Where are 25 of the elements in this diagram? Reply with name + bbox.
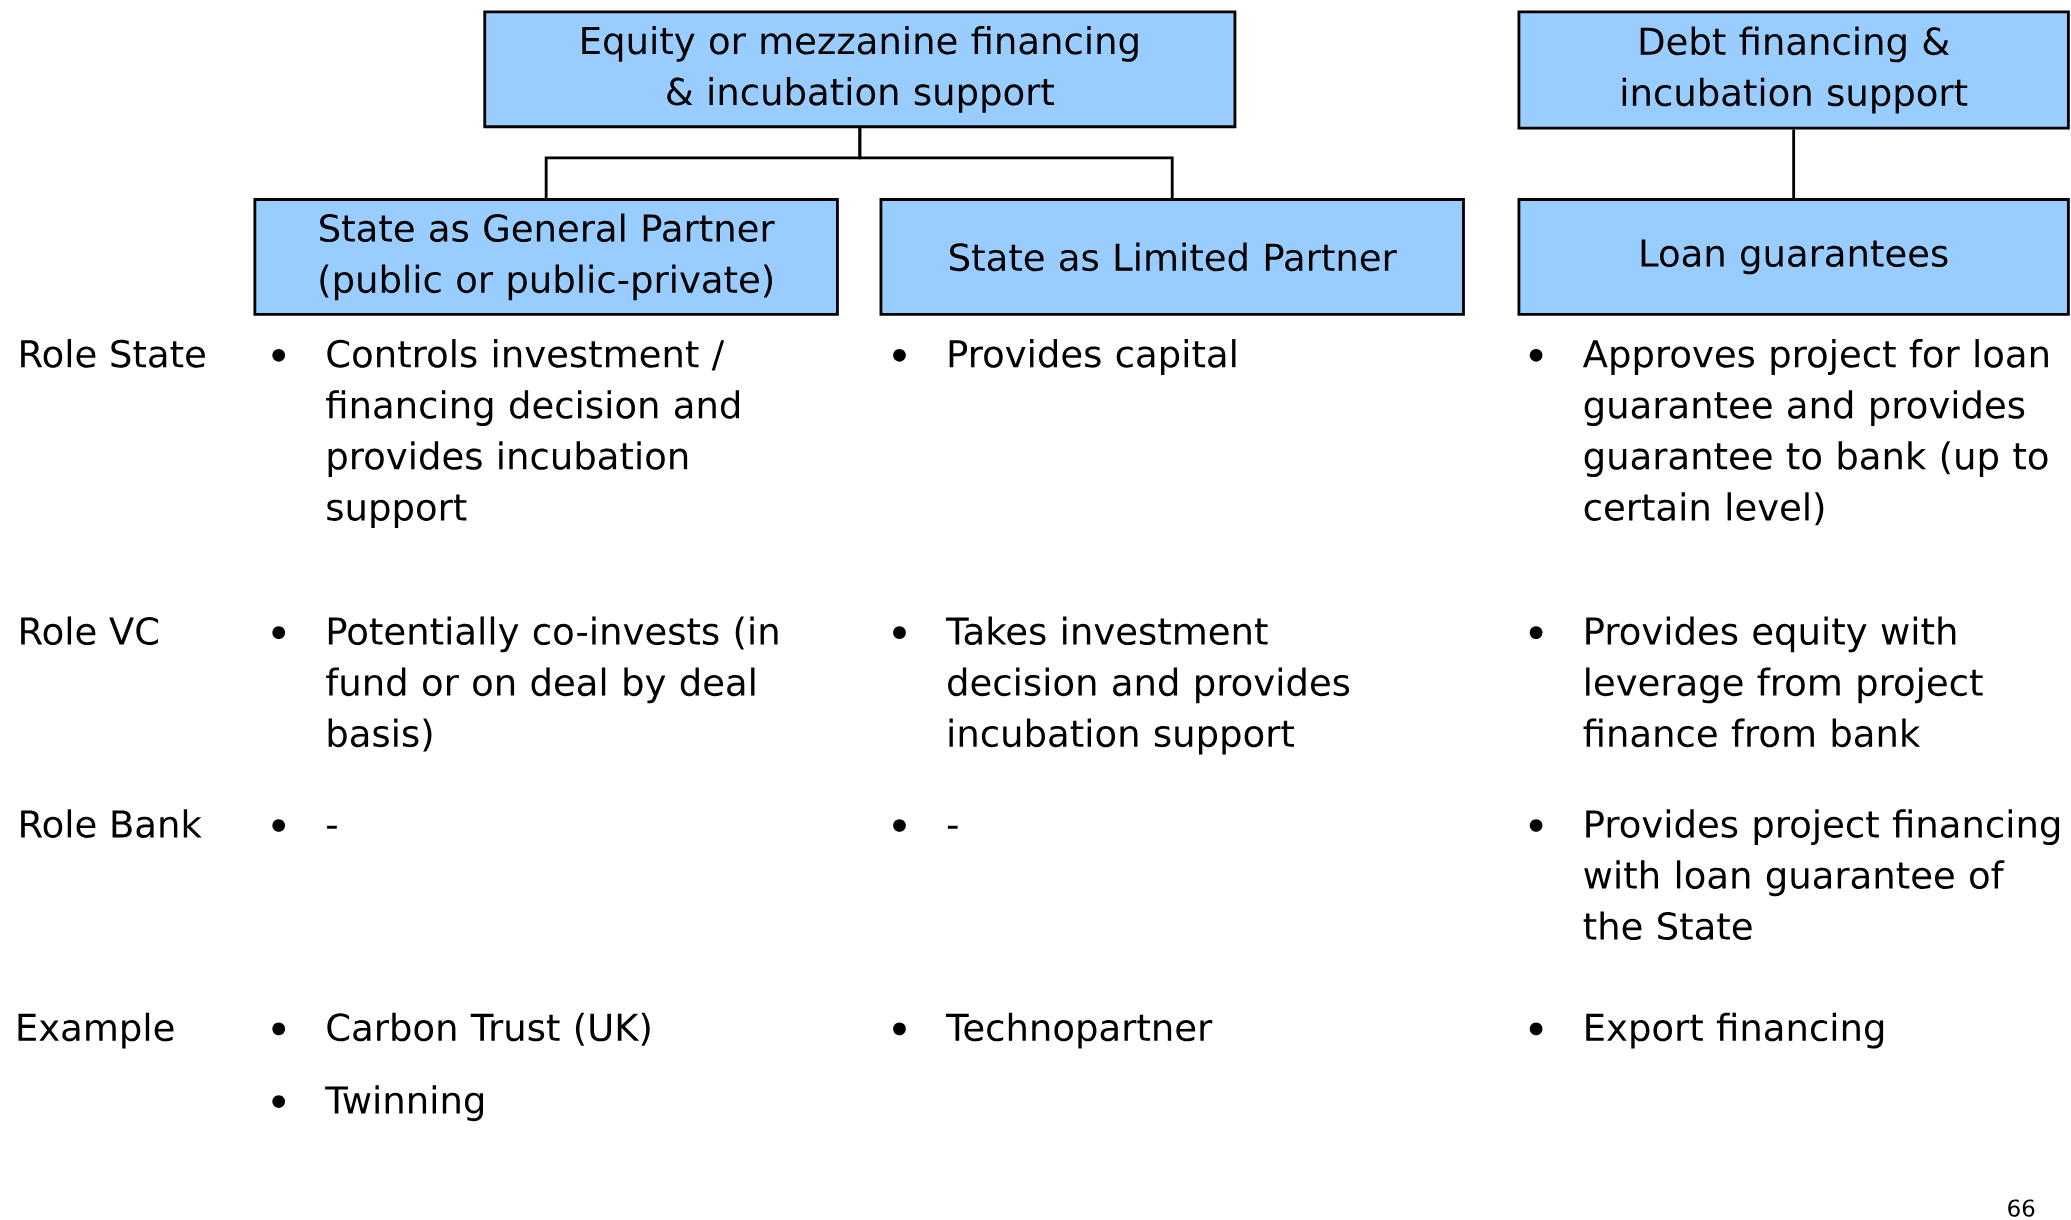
bullet-item: Potentially co-invests (in fund or on deal by deal basis): [272, 616, 778, 752]
bullet-item: Controls investment / financing decision and provides incubation support: [272, 338, 739, 528]
bullet-item: -: [272, 818, 337, 832]
category-box: Equity or mezzanine financing & incubation support: [483, 10, 1237, 128]
bullet-item: Technopartner: [893, 1012, 1213, 1049]
bullet-item: Provides capital: [893, 338, 1236, 375]
bullet-item: Provides equity with leverage from project finance from bank: [1529, 616, 1983, 747]
bullet-item: Carbon Trust (UK): [272, 1012, 650, 1046]
bullet-item: -: [893, 818, 958, 832]
bullet-item: Takes investment decision and provides incubation support: [893, 616, 1350, 755]
bullet-item: Twinning: [272, 1085, 484, 1121]
row-label: Role VC: [21, 616, 159, 645]
category-box: State as Limited Partner: [879, 197, 1465, 316]
bullet-item: Provides project financing with loan guarantee of the State: [1529, 809, 2060, 940]
page-number: 66: [2008, 1199, 2035, 1217]
bullet-item: Approves project for loan guarantee and provides guarantee to bank (up to certain level): [1529, 338, 2048, 526]
category-box: State as General Partner (public or public-private): [253, 197, 839, 316]
row-label: Role Bank: [21, 809, 202, 838]
bullet-item: Export financing: [1529, 1012, 1884, 1049]
row-label: Role State: [21, 338, 205, 368]
connector-line: [858, 127, 1174, 198]
row-label: Example: [18, 1012, 174, 1049]
category-box: Debt financing & incubation support: [1517, 10, 2070, 130]
connector-line: [1792, 129, 1796, 198]
category-box: Loan guarantees: [1517, 197, 2070, 316]
